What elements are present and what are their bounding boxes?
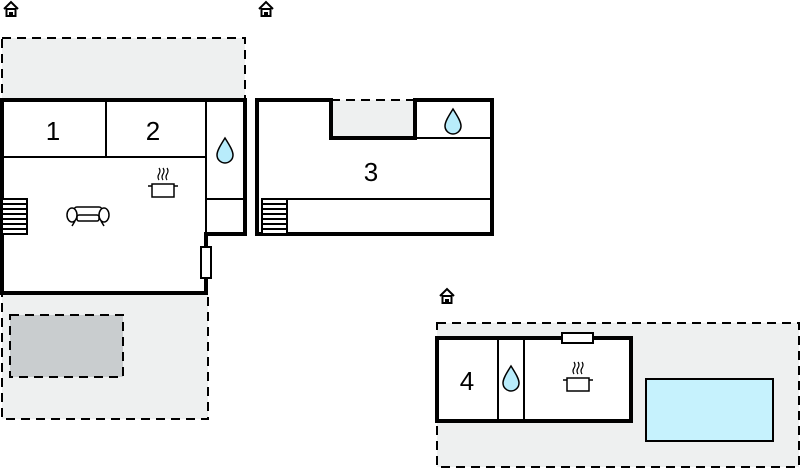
terrace-area [9, 314, 124, 378]
entrance-icon-top-left [3, 0, 19, 17]
room-label-1: 1 [46, 116, 60, 146]
water-drop-icon [444, 107, 462, 135]
room-label-2: 2 [146, 116, 160, 146]
water-drop-icon [216, 136, 234, 164]
window-icon [561, 332, 594, 344]
stairs-icon [261, 198, 288, 235]
cooking-pot-icon [148, 167, 178, 198]
balcony-area [330, 99, 416, 139]
window-icon [200, 246, 212, 279]
outdoor-area-north [1, 37, 246, 101]
building-upper-floor [255, 98, 494, 236]
cooking-pot-icon [563, 361, 593, 392]
building-ground-floor [0, 98, 247, 295]
entrance-icon-top-center [258, 0, 274, 17]
water-drop-icon [502, 364, 520, 392]
pool [645, 378, 774, 442]
sofa-icon [66, 206, 110, 227]
entrance-icon-annex [439, 287, 455, 304]
stairs-icon [1, 198, 28, 235]
room-label-4: 4 [460, 366, 474, 396]
building-annex [435, 332, 633, 423]
room-label-3: 3 [364, 157, 378, 187]
